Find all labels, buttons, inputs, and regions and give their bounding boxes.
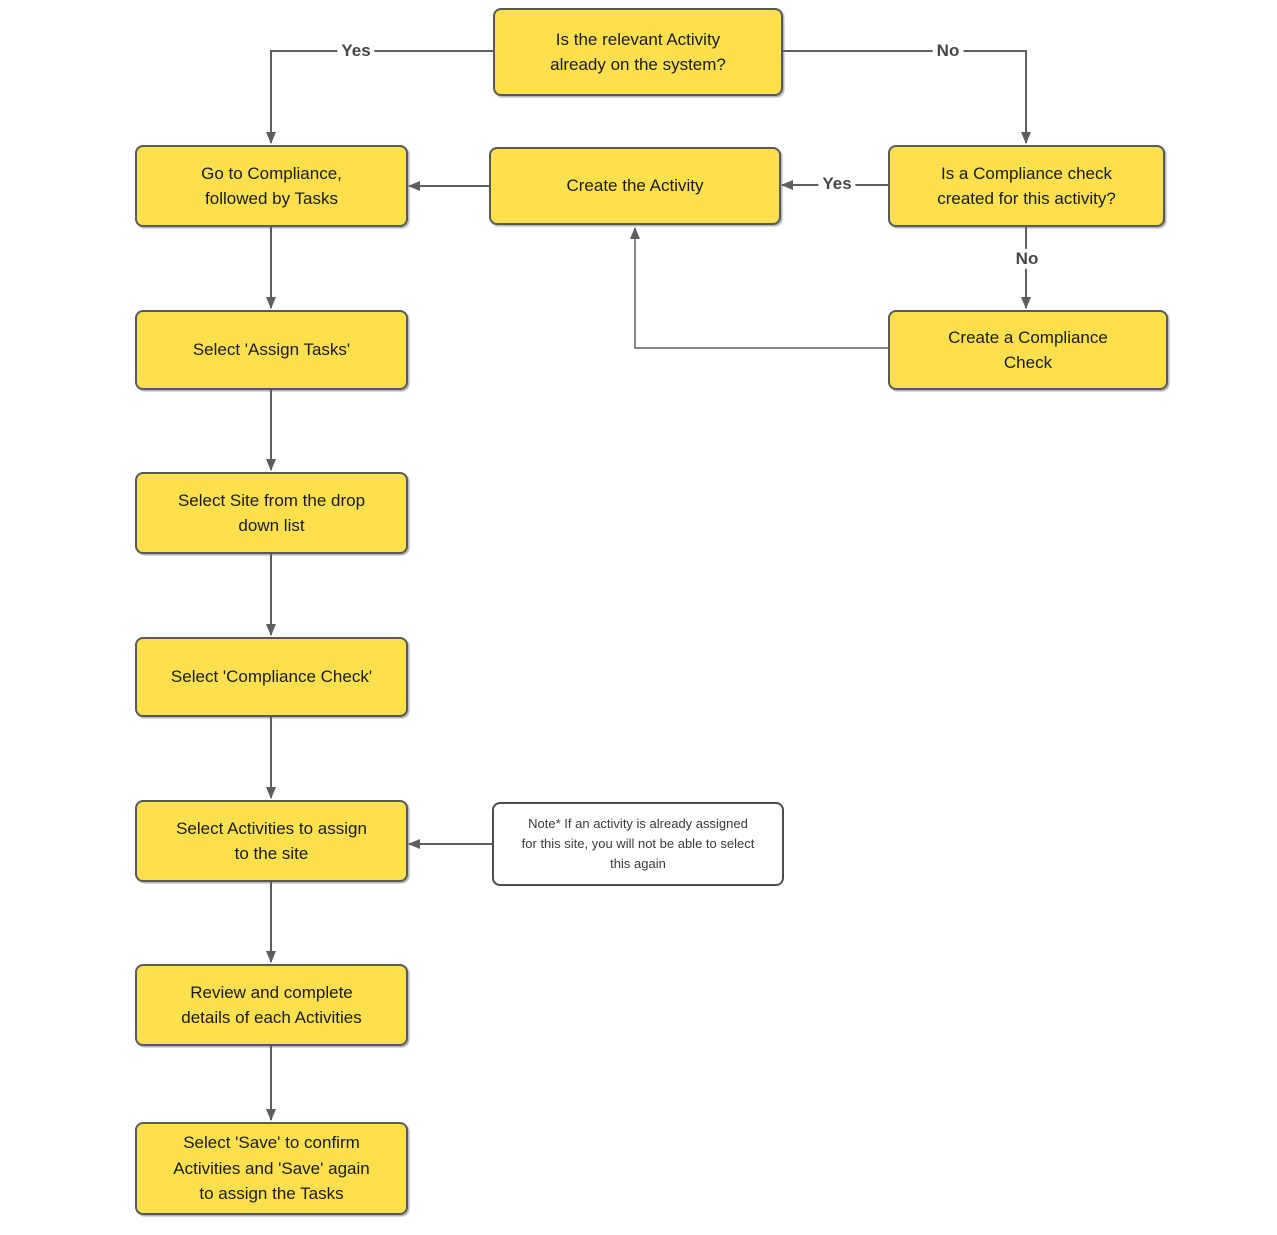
node-select-assign-tasks: Select 'Assign Tasks' [135,310,408,390]
node-question-compliance-check: Is a Compliance check created for this a… [888,145,1165,227]
node-select-activities: Select Activities to assign to the site [135,800,408,882]
node-question-activity-on-system: Is the relevant Activity already on the … [493,8,783,96]
edge-label-yes-top: Yes [337,40,375,62]
edge-label-no-top: No [932,40,964,62]
edge-label-no-right: No [1011,248,1043,270]
node-create-compliance-check: Create a Compliance Check [888,310,1168,390]
node-select-compliance-check: Select 'Compliance Check' [135,637,408,717]
node-create-activity: Create the Activity [489,147,781,225]
node-go-to-compliance: Go to Compliance, followed by Tasks [135,145,408,227]
edge-no-to-compliance-question [783,50,1031,144]
node-select-save: Select 'Save' to confirm Activities and … [135,1122,408,1215]
edge-label-yes-mid: Yes [818,173,856,195]
edge-yes-to-go-compliance [266,50,493,144]
edge-compliance-check-to-create-activity [630,227,888,349]
node-review-details: Review and complete details of each Acti… [135,964,408,1046]
node-select-site: Select Site from the drop down list [135,472,408,554]
note-already-assigned: Note* If an activity is already assigned… [492,802,784,886]
